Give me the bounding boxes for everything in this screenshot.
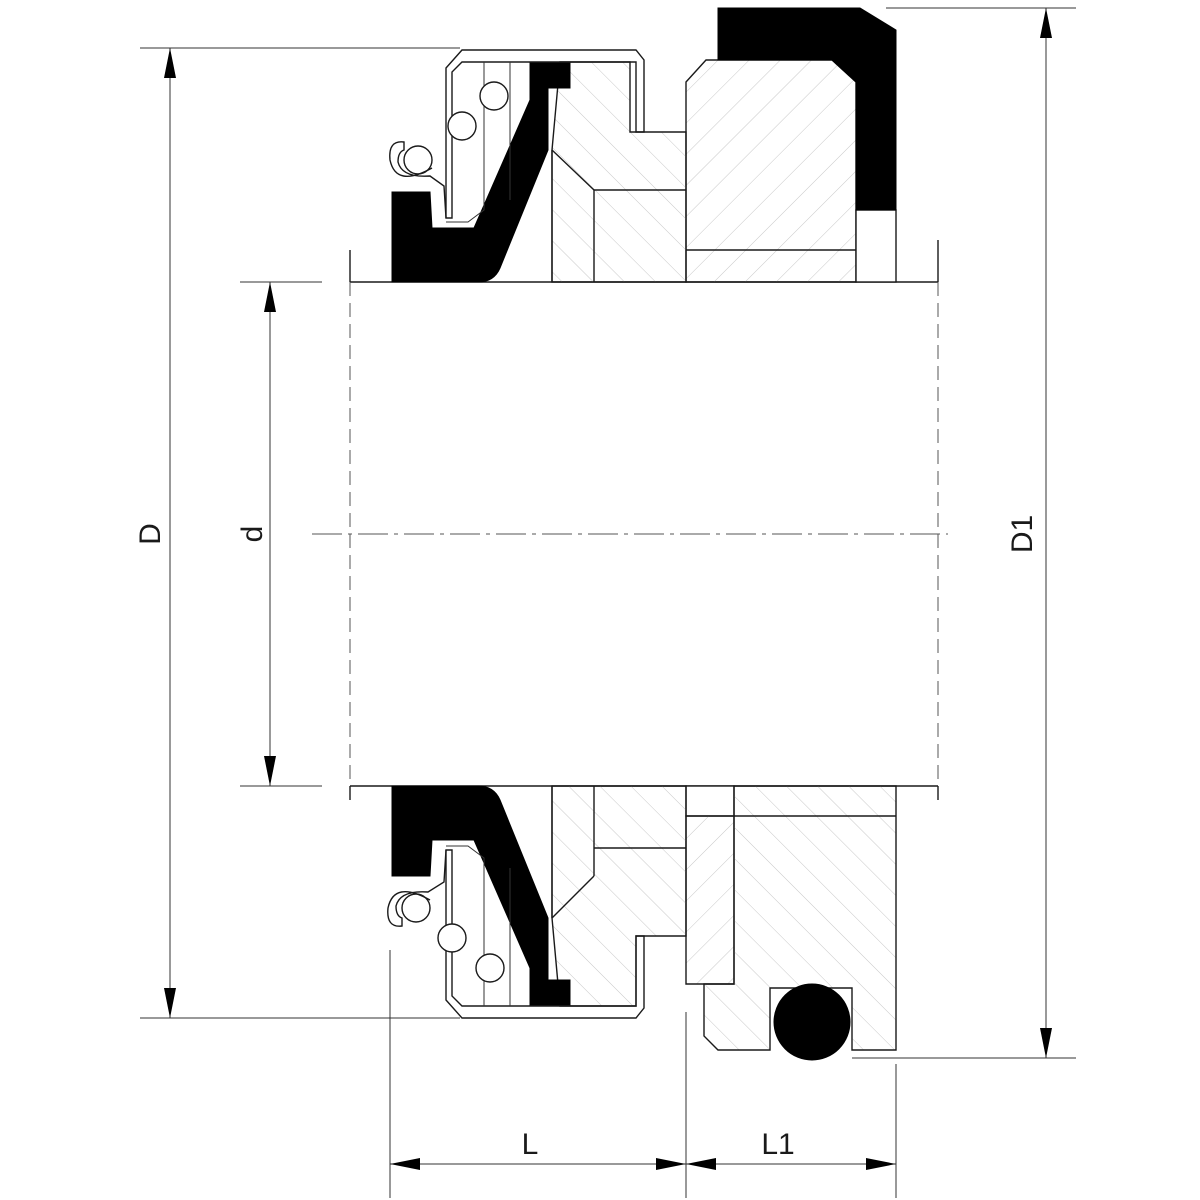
shaft-outline	[349, 240, 939, 800]
stationary-seat-lower	[685, 785, 897, 1051]
spring-coil-upper-2	[447, 111, 477, 141]
spring-coil-lower-2	[437, 923, 467, 953]
retainer-shell-upper	[445, 49, 645, 219]
dimension-d	[240, 281, 322, 787]
dimension-L1	[686, 1064, 897, 1198]
spring-coil-upper-1	[479, 81, 509, 111]
retainer-inner-upper	[446, 62, 485, 223]
rotating-face-upper	[551, 61, 687, 283]
bellows-rubber-upper	[391, 61, 571, 283]
o-ring-lower	[773, 983, 851, 1061]
seat-rubber-cup-upper	[717, 7, 897, 211]
retainer-inner-lower	[446, 845, 485, 1006]
retainer-shell-lower	[445, 849, 645, 1019]
label-L1: L1	[761, 1128, 794, 1161]
spring-coil-lower-1	[475, 953, 505, 983]
label-L: L	[522, 1128, 539, 1161]
label-D: D	[134, 523, 167, 545]
dimension-L	[389, 950, 687, 1198]
label-D1: D1	[1006, 515, 1039, 553]
dimension-D1	[852, 7, 1076, 1059]
lower-seal-section	[387, 785, 897, 1061]
bellows-rubber-lower	[391, 785, 571, 1007]
dimension-D	[140, 47, 460, 1019]
rotating-face-lower	[551, 785, 687, 1007]
spring-clip-lower	[387, 849, 447, 927]
spring-clip-upper	[389, 141, 447, 219]
upper-seal-section	[389, 7, 897, 283]
label-d: d	[236, 526, 269, 543]
